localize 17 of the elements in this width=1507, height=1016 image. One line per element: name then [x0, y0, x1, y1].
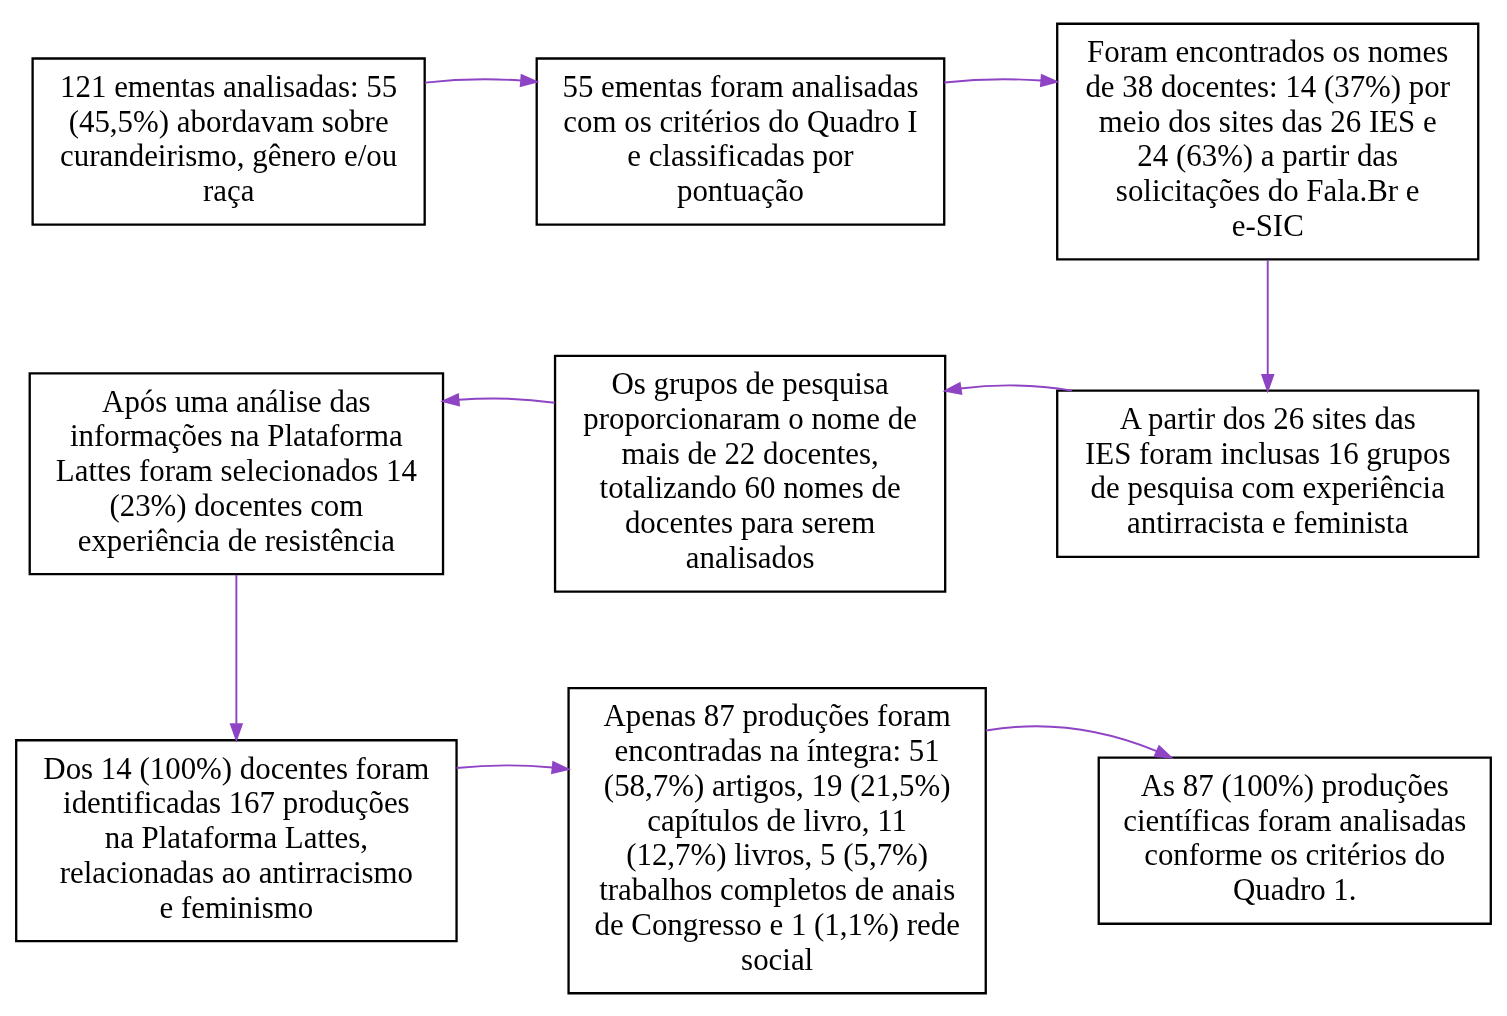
arrow: [984, 724, 1174, 759]
node-box: Após uma análise das informações na Plataforma Lattes foram selecionados 14 (23%) docentes com experiência de resistência: [28, 371, 445, 575]
node-box: Dos 14 (100%) docentes foram identificadas 167 produções na Plataforma Lattes, relacionadas ao antirracismo e feminismo: [15, 738, 458, 942]
node-box: 55 ementas foram analisadas com os critérios do Quadro I e classificadas por pontuação: [535, 56, 946, 226]
node-box: As 87 (100%) produções científicas foram analisadas conforme os critérios do Quadro 1.: [1097, 756, 1492, 925]
node-box: Apenas 87 produções foram encontradas na íntegra: 51 (58,7%) artigos, 19 (21,5%) capítulos de livro, 11 (12,7%) livros, 5 (5,7%) trabalhos completos de anais de Congresso e 1 (1,1%) rede social: [567, 686, 987, 994]
arrow: [1260, 258, 1275, 393]
node-box: Os grupos de pesquisa proporcionaram o nome de mais de 22 docentes, totalizando 60 nomes de docentes para serem analisados: [553, 354, 947, 593]
arrow: [440, 392, 556, 406]
node-box: A partir dos 26 sites das IES foram inclusas 16 grupos de pesquisa com experiência antirracista e feminista: [1056, 389, 1480, 558]
arrow: [455, 760, 571, 774]
node-box: Foram encontrados os nomes de 38 docentes: 14 (37%) por meio dos sites das 26 IES e 24 (63%) a partir das solicitações do Fala.Br e e-SIC: [1056, 22, 1480, 260]
arrow: [424, 73, 540, 87]
arrow: [229, 573, 244, 743]
arrow: [942, 381, 1073, 395]
node-box: 121 ementas analisadas: 55 (45,5%) abordavam sobre curandeirismo, gênero e/ou raça: [31, 56, 426, 226]
arrow: [943, 73, 1060, 87]
